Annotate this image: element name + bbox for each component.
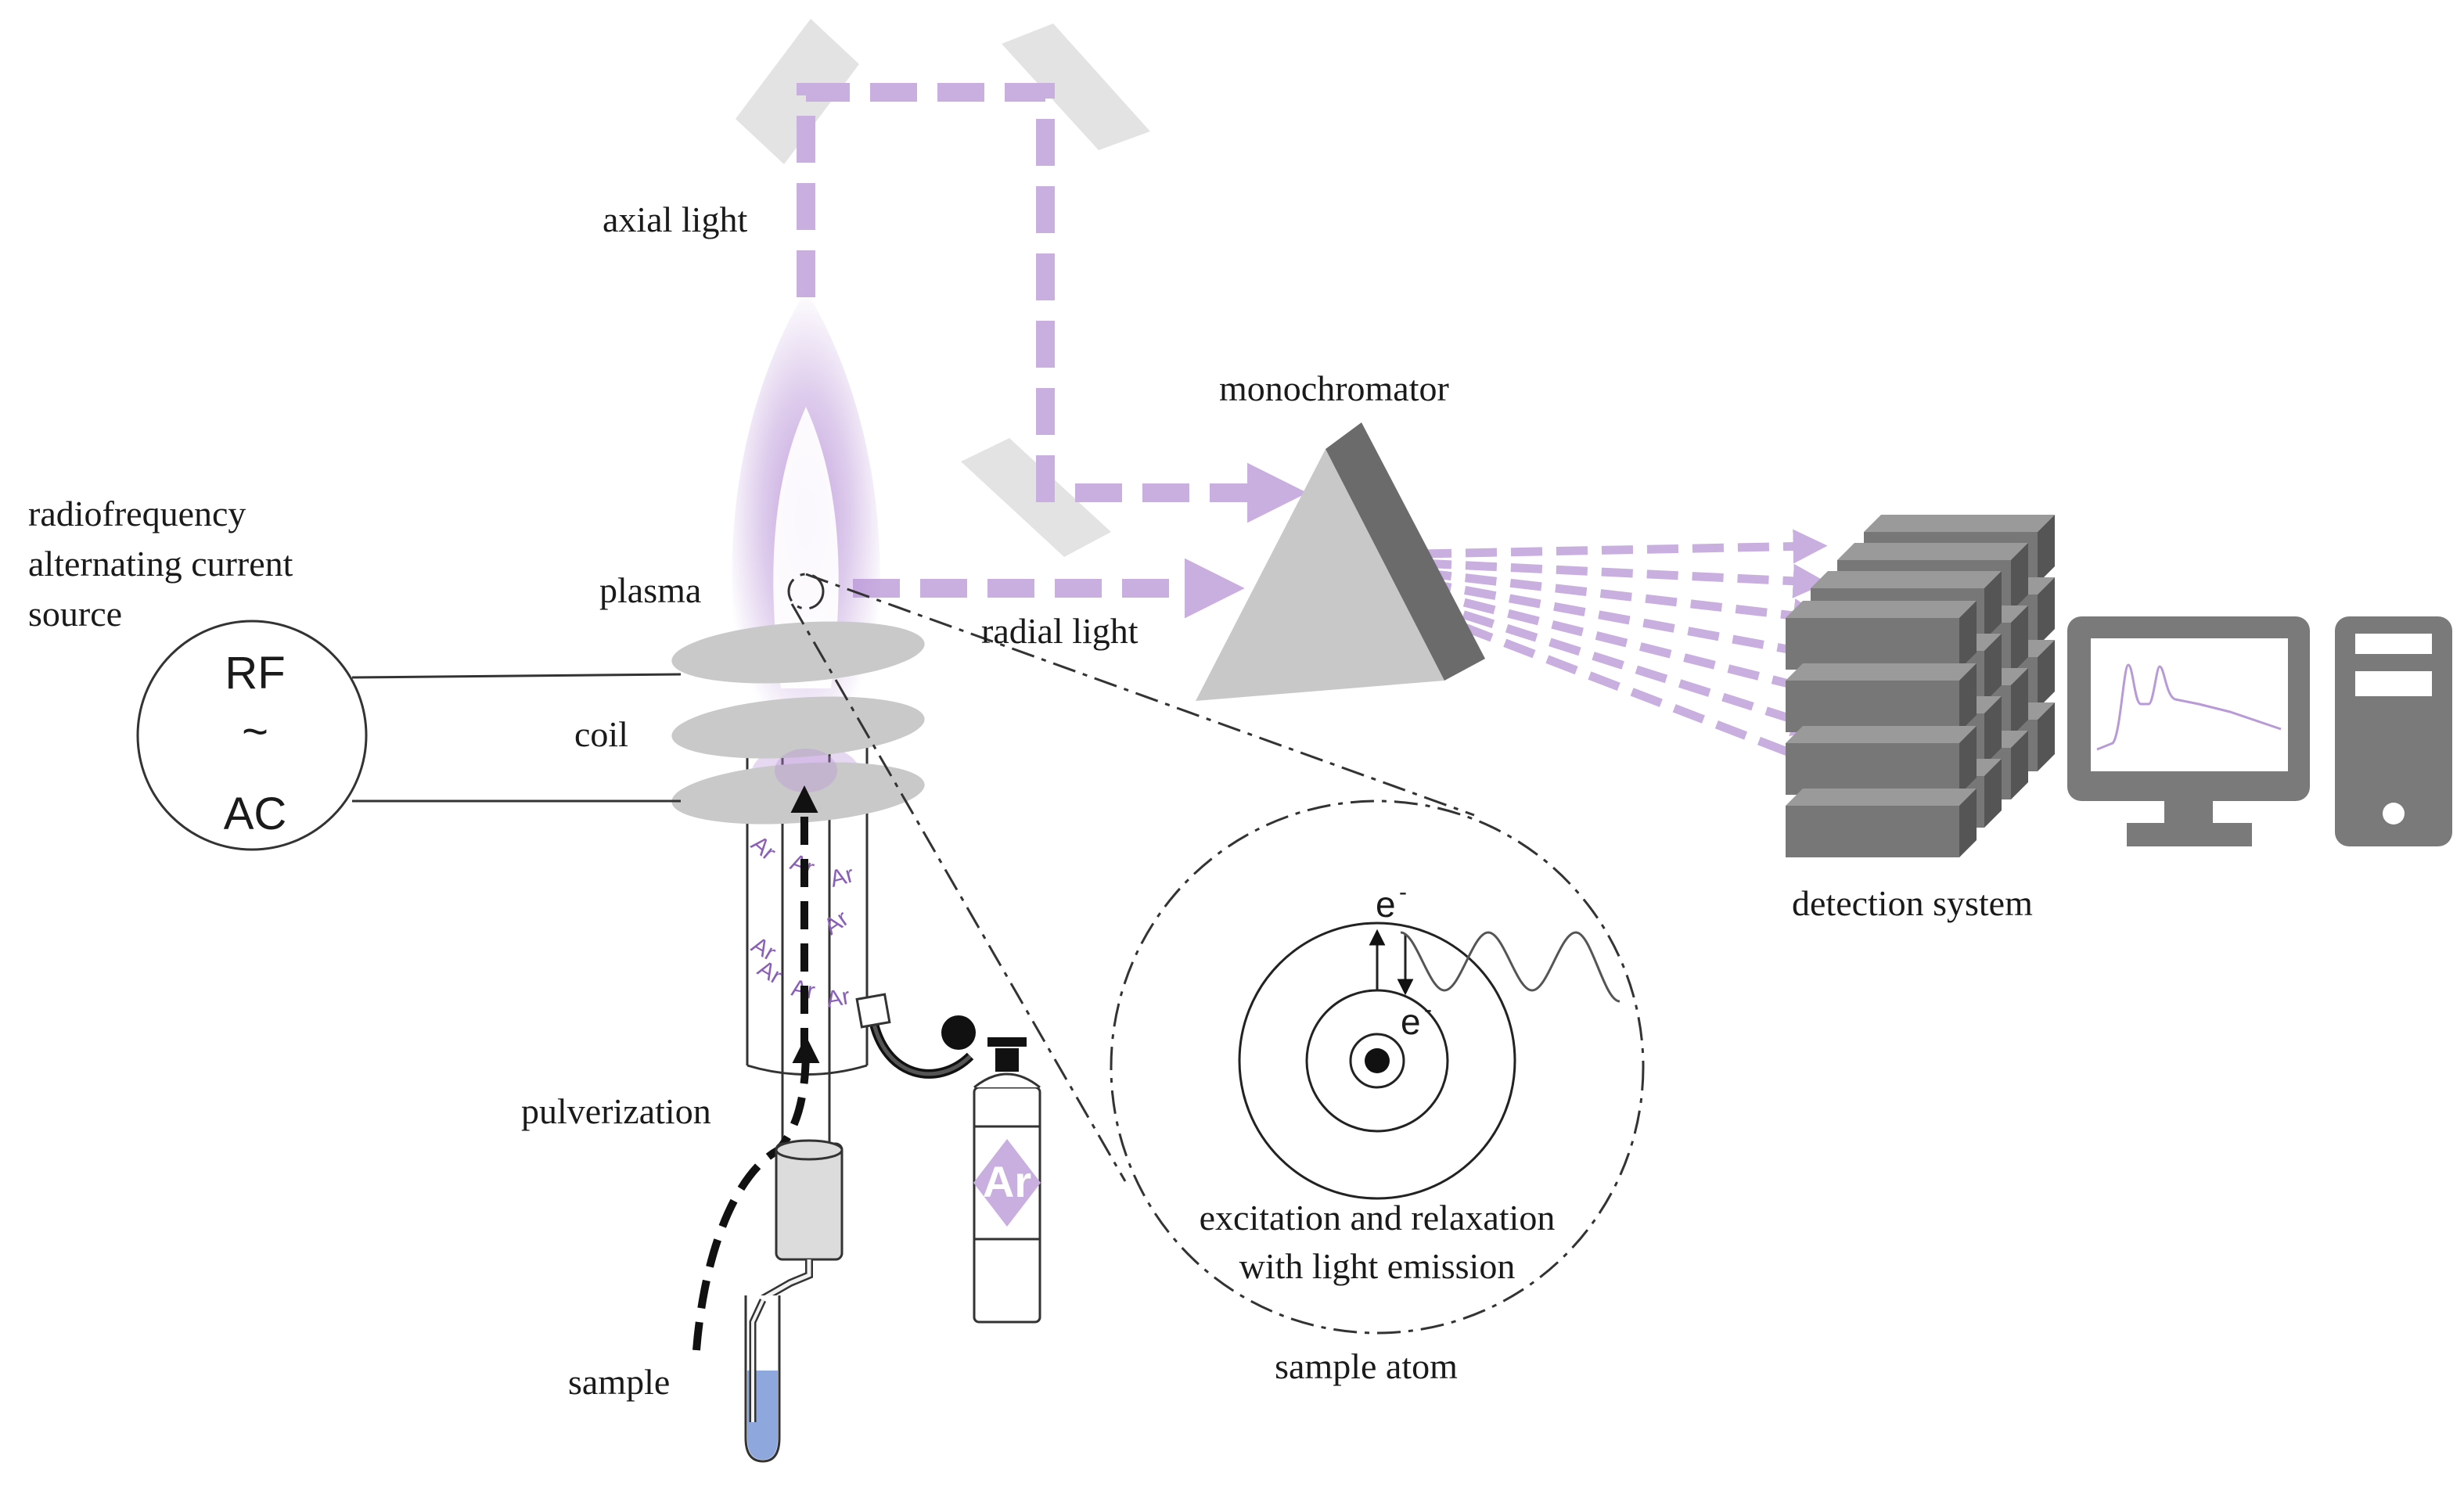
sample-atom-label: sample atom [1275, 1346, 1458, 1386]
axial-light-path [797, 83, 1308, 523]
rf-source-label-line1: radiofrequency [28, 494, 246, 534]
detector-block [1786, 789, 1977, 857]
argon-label-8: Ar [824, 983, 851, 1013]
nebulizer [761, 1139, 844, 1302]
coil-label: coil [574, 714, 628, 754]
argon-label-1: Ar [746, 831, 781, 866]
atom-model [1238, 922, 1620, 1200]
nucleus [1365, 1048, 1390, 1073]
light-paths [797, 83, 1308, 619]
detector-block [1786, 726, 1977, 795]
emission-wave [1400, 931, 1620, 1003]
electron-lower: e - [1401, 997, 1432, 1042]
spectrum-trace [2096, 663, 2282, 751]
pulverization-label: pulverization [521, 1091, 711, 1131]
sample-flow [692, 785, 820, 1351]
argon-hazard-diamond [973, 1139, 1041, 1227]
ac-label: AC [224, 789, 287, 839]
argon-label-3: Ar [827, 861, 857, 893]
rf-wire-upper [351, 673, 682, 679]
svg-text:-: - [1399, 879, 1407, 905]
argon-cylinder: Ar [855, 993, 1041, 1324]
rf-label: RF [225, 648, 285, 699]
rf-source-label-line3: source [28, 594, 122, 634]
monochromator-label: monochromator [1219, 368, 1449, 408]
excitation-label-line2: with light emission [1239, 1246, 1516, 1286]
plasma-label: plasma [599, 570, 701, 610]
radial-light-label: radial light [981, 611, 1138, 651]
mirror-top-right [1002, 23, 1150, 150]
axial-light-label: axial light [603, 199, 747, 239]
argon-label-4: Ar [819, 905, 854, 940]
monochromator-prism [1196, 422, 1485, 701]
monitor-screen [2091, 638, 2288, 771]
argon-cylinder-label: Ar [983, 1157, 1031, 1206]
regulator-gauge [941, 1015, 976, 1050]
detector-block [1786, 601, 1977, 670]
dispersed-light [1419, 529, 1828, 771]
svg-text:e: e [1376, 884, 1396, 925]
sample-label: sample [568, 1362, 670, 1402]
detector-array [1786, 515, 2055, 857]
zoom-indicator [787, 573, 1645, 1335]
labels: axial light monochromator radiofrequency… [28, 199, 2033, 1402]
rf-source: RF ~ AC [136, 620, 682, 851]
excitation-label-line1: excitation and relaxation [1200, 1198, 1556, 1238]
computer [2067, 616, 2452, 846]
induction-coil [671, 621, 925, 825]
zoom-circle [1110, 799, 1645, 1335]
rf-source-label-line2: alternating current [28, 544, 293, 584]
electron-upper: e - [1376, 879, 1407, 925]
plasma-core-glow [775, 749, 837, 792]
detector-block [1786, 663, 1977, 732]
sample-test-tube [744, 1295, 781, 1463]
svg-text:-: - [1424, 997, 1432, 1022]
svg-text:e: e [1401, 1001, 1421, 1042]
rf-tilde: ~ [242, 706, 268, 757]
detection-system-label: detection system [1792, 883, 2033, 923]
